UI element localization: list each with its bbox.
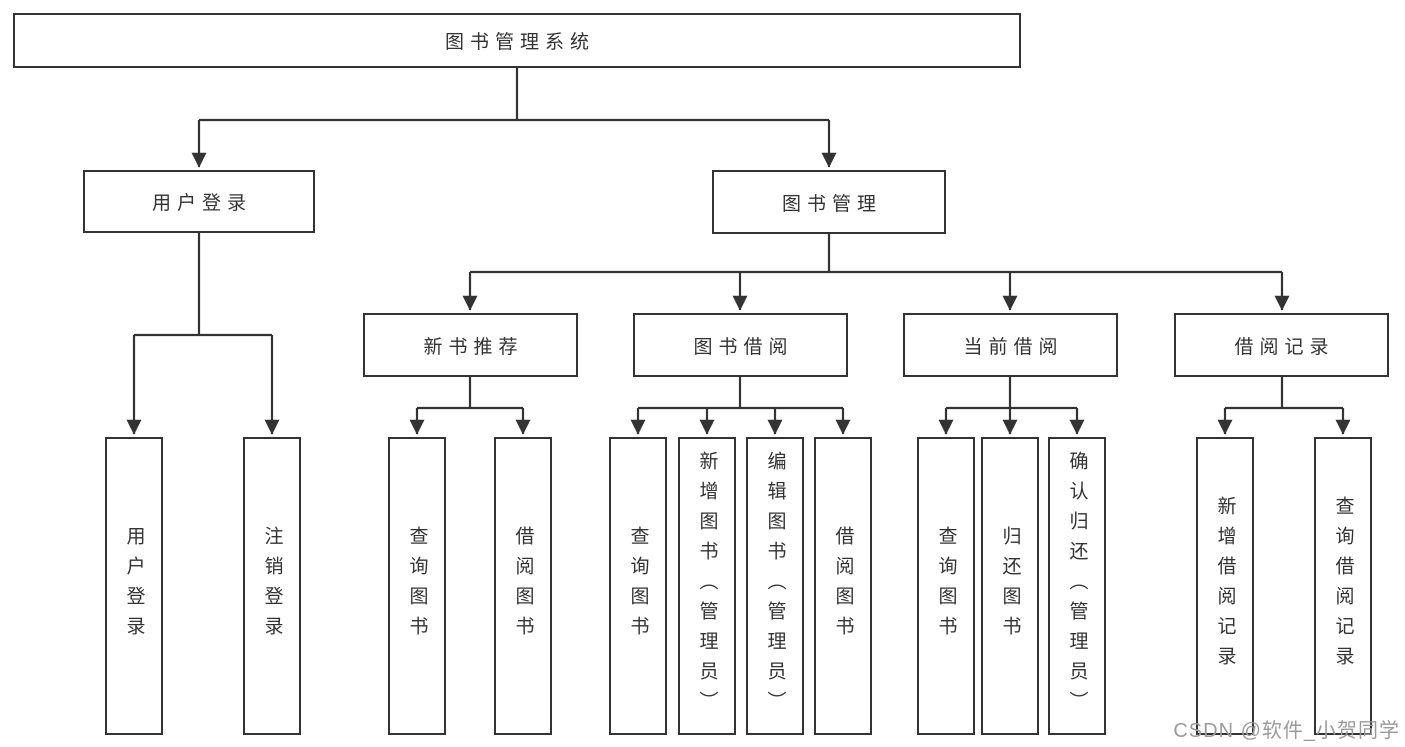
node-book-borrowing: 图书借阅 [633, 313, 848, 377]
leaf-edit-book-admin: 编辑图书（管理员） [746, 437, 804, 735]
node-borrowing-records: 借阅记录 [1174, 313, 1389, 377]
leaf-query-books-current: 查询图书 [917, 437, 975, 735]
leaf-confirm-return-admin: 确认归还（管理员） [1048, 437, 1106, 735]
leaf-logout: 注销登录 [243, 437, 301, 735]
leaf-query-books-borrowing: 查询图书 [609, 437, 667, 735]
node-user-login: 用户登录 [83, 170, 315, 233]
leaf-user-login: 用户登录 [105, 437, 163, 735]
leaf-query-borrow-record: 查询借阅记录 [1314, 437, 1372, 735]
leaf-query-books-recommend: 查询图书 [388, 437, 446, 735]
node-library-management-system: 图书管理系统 [13, 13, 1021, 68]
node-book-management: 图书管理 [712, 170, 946, 234]
leaf-borrow-books-borrowing: 借阅图书 [814, 437, 872, 735]
node-new-book-recommendation: 新书推荐 [363, 313, 578, 377]
leaf-return-book: 归还图书 [981, 437, 1039, 735]
leaf-add-borrow-record: 新增借阅记录 [1196, 437, 1254, 735]
leaf-borrow-books-recommend: 借阅图书 [494, 437, 552, 735]
leaf-add-book-admin: 新增图书（管理员） [678, 437, 736, 735]
node-current-borrowing: 当前借阅 [903, 313, 1118, 377]
watermark: CSDN @软件_小贺同学 [1173, 720, 1400, 742]
